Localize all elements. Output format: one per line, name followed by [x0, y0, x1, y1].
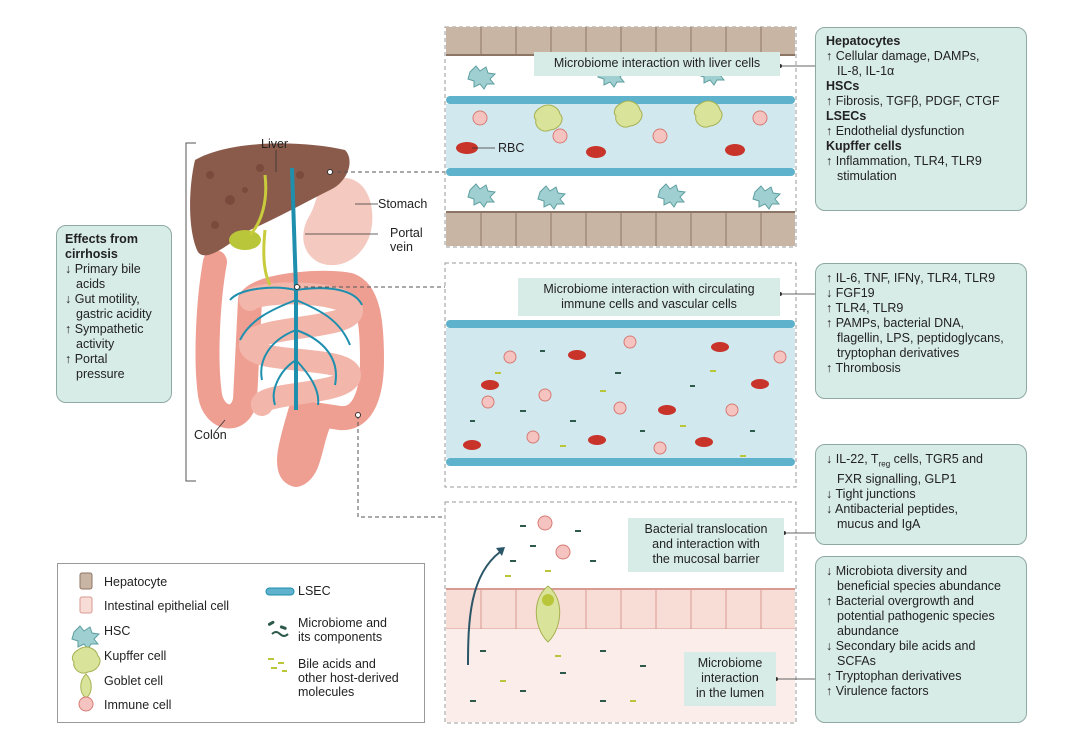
hepatocyte-row-top — [446, 27, 795, 56]
kupffer-cells — [533, 100, 723, 132]
microbiome-icon — [267, 620, 289, 637]
kupffer-title: Kupffer cells — [826, 139, 902, 153]
legend-hsc: HSC — [104, 624, 131, 638]
liver-shape — [190, 143, 350, 256]
goblet-cell-icon — [80, 673, 92, 699]
hepatocytes-title: Hepatocytes — [826, 34, 901, 48]
liver-effects-box: Hepatocytes ↑ Cellular damage, DAMPs, IL… — [815, 27, 1027, 211]
translocation-arrow — [467, 551, 501, 666]
bile-circulation — [495, 370, 746, 457]
immune-cells-lumen — [537, 515, 571, 560]
anatomy-bracket — [185, 142, 196, 482]
immune-cell-icon — [78, 696, 94, 712]
rbcs-liver — [456, 142, 745, 158]
hsc-cells-bottom — [467, 183, 782, 210]
liver-label: Liver — [261, 137, 289, 151]
legend-epithelial: Intestinal epithelial cell — [104, 599, 230, 613]
legend-microbiome: Microbiome and its components — [298, 616, 387, 644]
hscs-title: HSCs — [826, 79, 860, 93]
liver-panel-callout: Microbiome interaction with liver cells — [534, 52, 780, 76]
hepatocyte-icon — [79, 572, 93, 590]
rbc-label: RBC — [498, 141, 525, 155]
lsecs-title: LSECs — [826, 109, 867, 123]
hsc-icon — [71, 625, 101, 650]
epithelial-cell-row — [446, 588, 795, 630]
small-intestine — [239, 282, 363, 416]
portal-vein-label: Portal vein — [390, 226, 423, 254]
translocation-callout: Bacterial translocation and interaction … — [628, 518, 784, 572]
legend-goblet: Goblet cell — [104, 674, 164, 688]
immune-cells-circulation — [481, 335, 787, 455]
legend-immune: Immune cell — [104, 698, 172, 712]
hepatocyte-row-bottom — [446, 211, 795, 246]
effects-title: Effects from cirrhosis — [65, 232, 138, 261]
bile-acids-icon — [268, 658, 287, 672]
microbiome-lumen — [470, 525, 646, 702]
lumen-effects-box: ↓ Microbiota diversity and beneficial sp… — [815, 556, 1027, 723]
epithelial-cell-icon — [79, 596, 93, 614]
legend-bile: Bile acids and other host-derived molecu… — [298, 657, 399, 699]
microbiome-circulation — [470, 350, 755, 432]
legend-kupffer: Kupffer cell — [104, 649, 167, 663]
effects-item: ↓ Gut motility,gastric acidity — [65, 292, 152, 321]
lsec-row-circ-bottom — [446, 458, 795, 466]
lsec-row-top — [446, 96, 795, 104]
kupffer-cell-icon — [71, 646, 101, 674]
lsec-icon — [265, 587, 295, 596]
immune-cells-liver — [472, 110, 768, 144]
legend-hepatocyte: Hepatocyte — [104, 575, 168, 589]
legend-symbols — [71, 572, 295, 712]
vessel-lumen — [446, 328, 795, 458]
lsec-row-bottom — [446, 168, 795, 176]
lumen-callout: Microbiome interaction in the lumen — [684, 652, 776, 706]
rbcs-circulation — [463, 342, 769, 450]
lsec-row-circ-top — [446, 320, 795, 328]
barrier-effects-box: ↓ IL-22, Treg cells, TGR5 and FXR signal… — [815, 444, 1027, 545]
legend: Hepatocyte Intestinal epithelial cell HS… — [57, 563, 425, 723]
colon-shape — [195, 250, 384, 487]
bile-lumen — [500, 570, 636, 702]
gallbladder — [229, 230, 261, 250]
colon-label: Colon — [194, 428, 227, 442]
stomach — [303, 177, 373, 266]
circulation-panel-callout: Microbiome interaction with circulating … — [518, 278, 780, 316]
legend-lsec: LSEC — [298, 584, 331, 598]
circulation-effects-box: ↑ IL-6, TNF, IFNγ, TLR4, TLR9 ↓ FGF19 ↑ … — [815, 263, 1027, 399]
stomach-label: Stomach — [378, 197, 428, 211]
